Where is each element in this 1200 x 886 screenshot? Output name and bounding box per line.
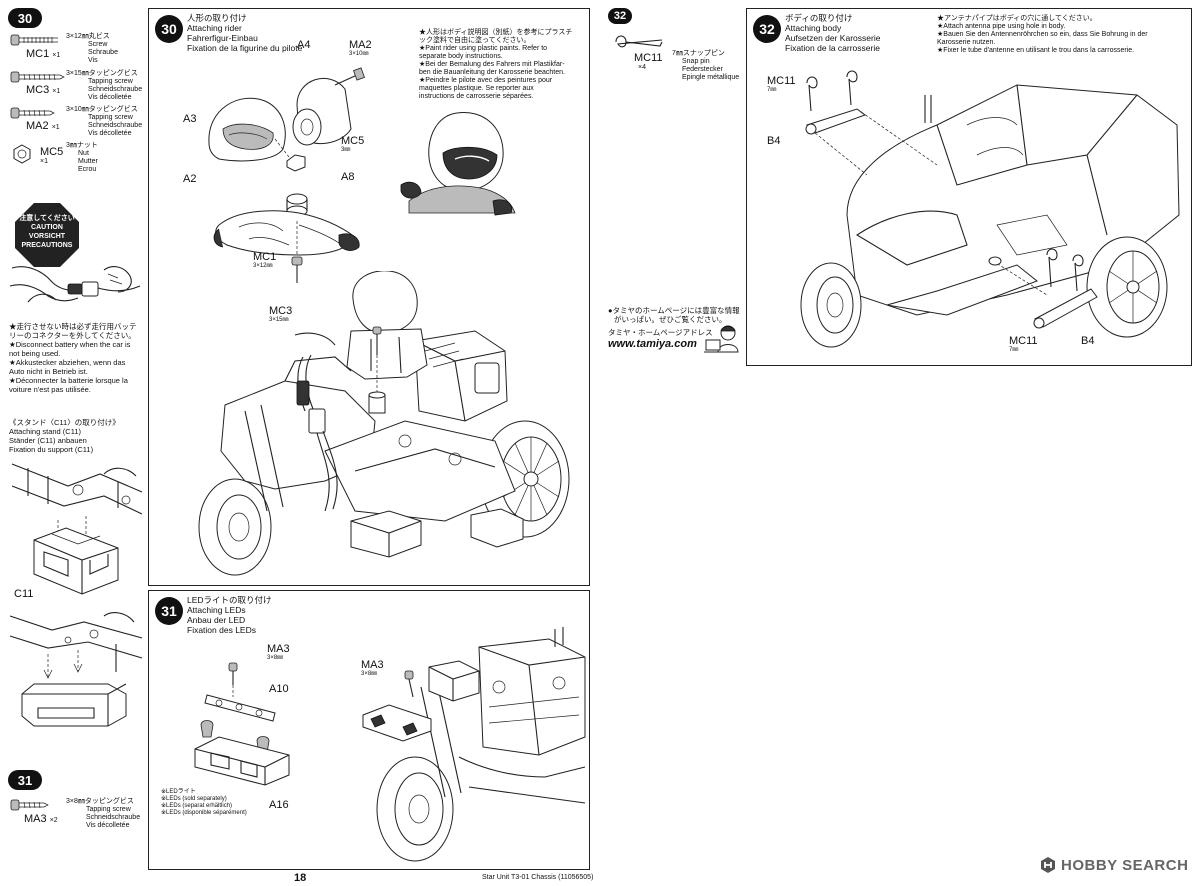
step-32-title: ボディの取り付け Attaching body Aufsetzen der Ka…	[785, 13, 881, 53]
chassis-with-rider-drawing	[198, 271, 570, 576]
label-mc1: MC1	[253, 251, 277, 263]
stand-attach-illustration-2	[9, 612, 143, 727]
label-ma2-size: 3×10㎜	[349, 51, 369, 57]
step-32-parts-badge: 32	[608, 8, 632, 24]
step-30-paint-notes: ★人形はボディ説明図（別紙）を参考にプラスチ ック塗料で自由に塗ってください。 …	[419, 29, 573, 100]
label-mc5-size: 3㎜	[341, 147, 351, 153]
part-code-ma3: MA3 ×2	[24, 813, 58, 825]
stand-label: C11	[14, 588, 34, 600]
caution-octagon-icon	[15, 203, 79, 267]
caution-sign: 注意してください CAUTION VORSICHT PRECAUTIONS	[14, 202, 80, 268]
body-attach-drawing	[800, 70, 1180, 348]
stand-attach-illustration-1	[11, 463, 143, 595]
label-ma2: MA2	[349, 39, 372, 51]
label-mc11-bottom: MC11	[1009, 335, 1038, 347]
watermark: HOBBY SEARCH	[1040, 856, 1188, 874]
person-at-computer-icon	[704, 325, 739, 353]
website-info: ●タミヤのホームページには豊富な情報 がいっぱい。ぜひご覧ください。 タミヤ・ホ…	[608, 306, 740, 350]
label-b4-left: B4	[767, 135, 781, 147]
step-32-antenna-notes: ★アンテナパイプはボディの穴に通してください。 ★Attach antenna …	[937, 15, 1148, 54]
label-ma3-b: MA3	[361, 659, 384, 671]
part-code-mc11: MC11	[634, 52, 663, 64]
hobby-search-logo-icon	[1041, 857, 1055, 873]
label-mc3-size: 3×15㎜	[269, 317, 289, 323]
part-qty-mc5: ×1	[40, 158, 48, 165]
label-mc11-bottom-size: 7㎜	[1009, 347, 1019, 353]
product-code: Star Unit T3-01 Chassis (11056505)	[482, 874, 594, 881]
caution-line-de: VORSICHT	[28, 233, 66, 240]
part-code-mc3: MC3 ×1	[26, 84, 61, 96]
rider-exploded-drawing	[208, 67, 365, 283]
part-desc-mc5: 3㎜ナット Nut Mutter Ecrou	[66, 142, 98, 173]
part-desc-mc11: 7㎜スナップピン Snap pin Federstecker Epingle m…	[672, 50, 740, 81]
website-url[interactable]: www.tamiya.com	[608, 338, 697, 350]
label-mc3: MC3	[269, 305, 293, 317]
led-holder-exploded-drawing	[194, 662, 290, 786]
tapping-screw-icon	[10, 71, 65, 83]
part-code-ma2: MA2 ×1	[26, 120, 60, 132]
label-a16: A16	[269, 799, 289, 811]
stand-title: 《スタンド〈C11〉の取り付け》 Attaching stand (C11) S…	[9, 418, 120, 454]
part-desc-mc3: 3×15㎜タッピングビス Tapping screw Schneidschrau…	[66, 70, 143, 101]
step-32-badge: 32	[753, 15, 781, 43]
step-32-panel: 32 ボディの取り付け Attaching body Aufsetzen der…	[746, 8, 1192, 366]
label-b4-bottom: B4	[1081, 335, 1095, 347]
page-number: 18	[294, 872, 307, 884]
tapping-screw-icon	[10, 107, 55, 119]
label-a10: A10	[269, 683, 289, 695]
step-30-badge: 30	[155, 15, 183, 43]
step-31-parts-badge: 31	[8, 770, 42, 790]
label-ma3-a: MA3	[267, 643, 290, 655]
step-30-panel: 30 人形の取り付け Attaching rider Fahrerfigur-E…	[148, 8, 590, 586]
part-code-mc1: MC1 ×1	[26, 48, 61, 60]
part-desc-ma3: 3×8㎜タッピングビス Tapping screw Schneidschraub…	[66, 798, 141, 829]
step-30-parts-badge: 30	[8, 8, 42, 28]
screw-icon	[10, 34, 58, 46]
caution-text: ★走行させない時は必ず走行用バッテ リーのコネクターを外してください。 ★Dis…	[9, 322, 137, 394]
led-note: ※LEDライト ※LEDs (sold separately) ※LEDs (s…	[161, 789, 247, 816]
part-desc-mc1: 3×12㎜丸ビス Screw Schraube Vis	[66, 33, 118, 64]
front-chassis-led-drawing	[362, 627, 586, 862]
label-mc11-top-size: 7㎜	[767, 87, 777, 93]
part-code-mc5: MC5	[40, 146, 64, 158]
part-desc-ma2: 3×10㎜タッピングビス Tapping screw Schneidschrau…	[66, 106, 143, 137]
label-a2: A2	[183, 173, 197, 185]
step-31-title: LEDライトの取り付け Attaching LEDs Anbau der LED…	[187, 595, 272, 635]
nut-icon	[13, 144, 31, 164]
tapping-screw-icon	[10, 799, 49, 811]
label-a8: A8	[341, 171, 355, 183]
label-ma3-a-size: 3×8㎜	[267, 655, 284, 661]
caution-line-jp: 注意してください	[19, 215, 75, 222]
caution-line-fr: PRECAUTIONS	[21, 242, 73, 249]
step-31-badge: 31	[155, 597, 183, 625]
label-ma3-b-size: 3×8㎜	[361, 671, 378, 677]
label-mc5: MC5	[341, 135, 365, 147]
caution-line-en: CAUTION	[31, 224, 63, 231]
label-mc11-top: MC11	[767, 75, 796, 87]
snap-pin-icon	[615, 35, 663, 48]
label-mc1-size: 3×12㎜	[253, 263, 273, 269]
label-a4: A4	[297, 39, 311, 51]
label-a3: A3	[183, 113, 197, 125]
step-30-title: 人形の取り付け Attaching rider Fahrerfigur-Einb…	[187, 13, 303, 53]
battery-disconnect-illustration	[9, 266, 141, 303]
step-31-panel: 31 LEDライトの取り付け Attaching LEDs Anbau der …	[148, 590, 590, 870]
part-qty-mc11: ×4	[638, 64, 646, 71]
painted-rider-drawing	[400, 111, 516, 216]
